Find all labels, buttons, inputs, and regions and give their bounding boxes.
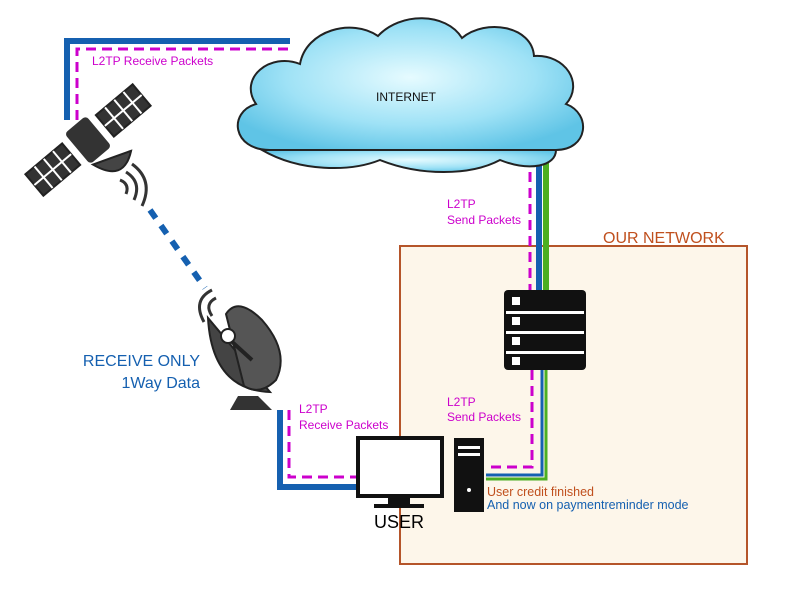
- our-network-label: OUR NETWORK: [603, 230, 725, 247]
- satellite-internet-l2tp-tunnel: [75, 47, 290, 120]
- server-pc-l2tp-tunnel: [486, 370, 534, 469]
- pc-tower-icon: [454, 438, 484, 512]
- server-pc-green-link: [486, 370, 548, 481]
- l2tp-receive-label-bottom-2: Receive Packets: [299, 418, 388, 432]
- l2tp-send-label-top-1: L2TP: [447, 197, 476, 211]
- server-rack-icon: [504, 290, 586, 370]
- satellite-signal-waves: [119, 162, 148, 207]
- satellite-downlink: [147, 208, 208, 290]
- l2tp-receive-label-bottom-1: L2TP: [299, 402, 328, 416]
- l2tp-receive-label-top: L2TP Receive Packets: [92, 54, 213, 68]
- satellite-internet-blue-link: [64, 38, 290, 120]
- dish-user-l2tp-tunnel: [287, 410, 358, 479]
- dish-antenna-icon: [198, 288, 282, 410]
- user-label: USER: [374, 512, 424, 532]
- server-pc-blue-link: [486, 370, 544, 477]
- l2tp-send-label-top-2: Send Packets: [447, 213, 521, 227]
- l2tp-send-label-bottom-2: Send Packets: [447, 410, 521, 424]
- status-credit-finished: User credit finished: [487, 485, 594, 499]
- one-way-data-label: 1Way Data: [121, 375, 200, 392]
- status-payment-reminder: And now on paymentreminder mode: [487, 498, 689, 512]
- l2tp-send-label-bottom-1: L2TP: [447, 395, 476, 409]
- satellite-icon: [23, 82, 153, 198]
- internet-label: INTERNET: [376, 90, 437, 104]
- receive-only-label: RECEIVE ONLY: [83, 353, 200, 370]
- monitor-icon: [356, 436, 444, 508]
- dish-user-blue-link: [277, 410, 358, 490]
- cloud-icon: INTERNET: [236, 17, 584, 173]
